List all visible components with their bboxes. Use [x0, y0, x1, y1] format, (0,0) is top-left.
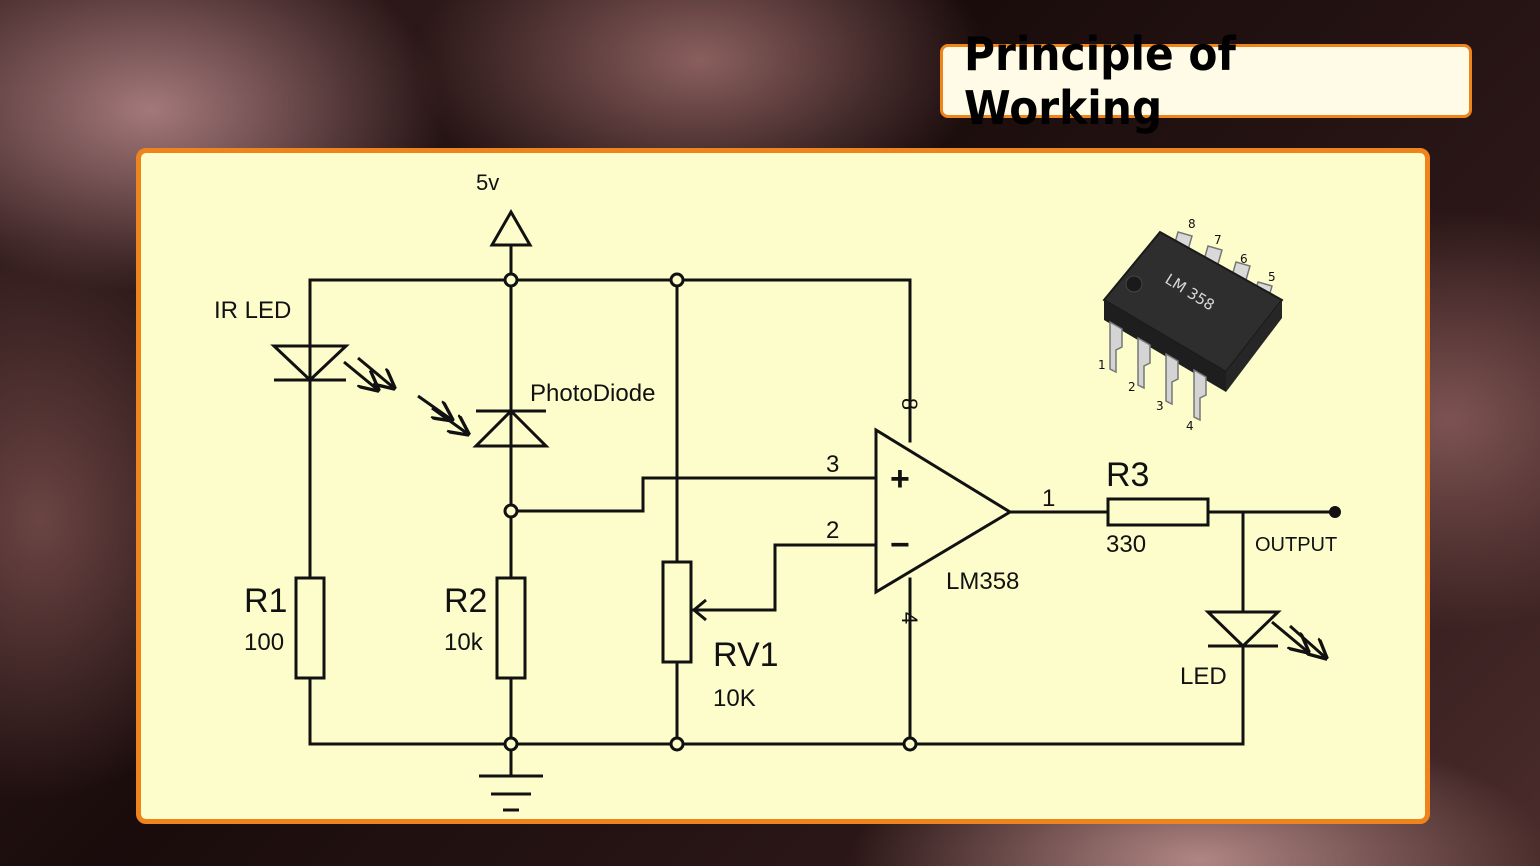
chip-pin-8: 8 — [1188, 217, 1196, 231]
non-inverting-wire — [509, 476, 878, 513]
title-box: Principle of Working — [940, 27, 1472, 135]
chip-pin-3: 3 — [1156, 399, 1164, 413]
supply-arrow-icon — [489, 208, 533, 247]
output-terminal — [1329, 506, 1341, 518]
lm358-chip-illustration: LM 358 8 7 6 5 1 2 3 4 — [1098, 217, 1284, 433]
junction-dot — [669, 272, 685, 288]
r3-resistor-icon — [1106, 497, 1210, 527]
chip-pin-7: 7 — [1214, 233, 1222, 247]
chip-pin-5: 5 — [1268, 270, 1276, 284]
ir-led-label: IR LED — [214, 297, 291, 324]
junction-dot — [503, 272, 519, 288]
wiper-arrow-icon — [691, 598, 707, 622]
pin-1-label: 1 — [1042, 485, 1055, 512]
rv1-value-label: 10K — [713, 685, 756, 712]
r2-resistor-icon — [495, 576, 527, 680]
chip-pin-1: 1 — [1098, 358, 1106, 372]
chip-pin-4: 4 — [1186, 419, 1194, 433]
r2-value-label: 10k — [444, 629, 484, 656]
output-label: OUTPUT — [1255, 534, 1337, 556]
opamp-label: LM358 — [946, 568, 1019, 595]
pin-3-label: 3 — [826, 451, 839, 478]
pin-8-label: 8 — [897, 398, 922, 410]
chip-pin-2: 2 — [1128, 380, 1136, 394]
plus-sign-label: + — [890, 460, 910, 498]
led-label: LED — [1180, 663, 1227, 690]
supply-label: 5v — [476, 170, 499, 195]
r3-value-label: 330 — [1106, 531, 1146, 558]
output-led-icon — [1204, 610, 1326, 658]
r1-name-label: R1 — [244, 582, 287, 620]
inverting-wire — [692, 543, 878, 612]
ir-led-icon — [270, 344, 394, 390]
circuit-diagram: 5v IR LED PhotoDiode R1 100 R2 10k RV1 1… — [214, 170, 1341, 812]
r2-name-label: R2 — [444, 582, 487, 620]
chip-pin-6: 6 — [1240, 252, 1248, 266]
junction-dot — [902, 736, 918, 752]
junction-dot — [503, 503, 519, 519]
junction-dot — [503, 736, 519, 752]
r1-value-label: 100 — [244, 629, 284, 656]
pin-4-label: 4 — [897, 612, 922, 624]
r3-name-label: R3 — [1106, 456, 1149, 494]
junction-dots — [503, 272, 918, 752]
ground-icon — [479, 774, 543, 812]
circuit-panel: 5v IR LED PhotoDiode R1 100 R2 10k RV1 1… — [136, 148, 1430, 824]
r1-resistor-icon — [294, 576, 326, 680]
rv1-potentiometer-icon — [661, 560, 693, 664]
page-title: Principle of Working — [964, 27, 1236, 135]
photodiode-label: PhotoDiode — [530, 380, 655, 407]
minus-sign-label: − — [890, 526, 910, 564]
opamp-icon — [874, 427, 1013, 595]
chip-notch — [1125, 275, 1143, 293]
rv1-name-label: RV1 — [713, 636, 779, 674]
junction-dot — [669, 736, 685, 752]
photodiode-icon — [417, 394, 550, 448]
pin-2-label: 2 — [826, 517, 839, 544]
